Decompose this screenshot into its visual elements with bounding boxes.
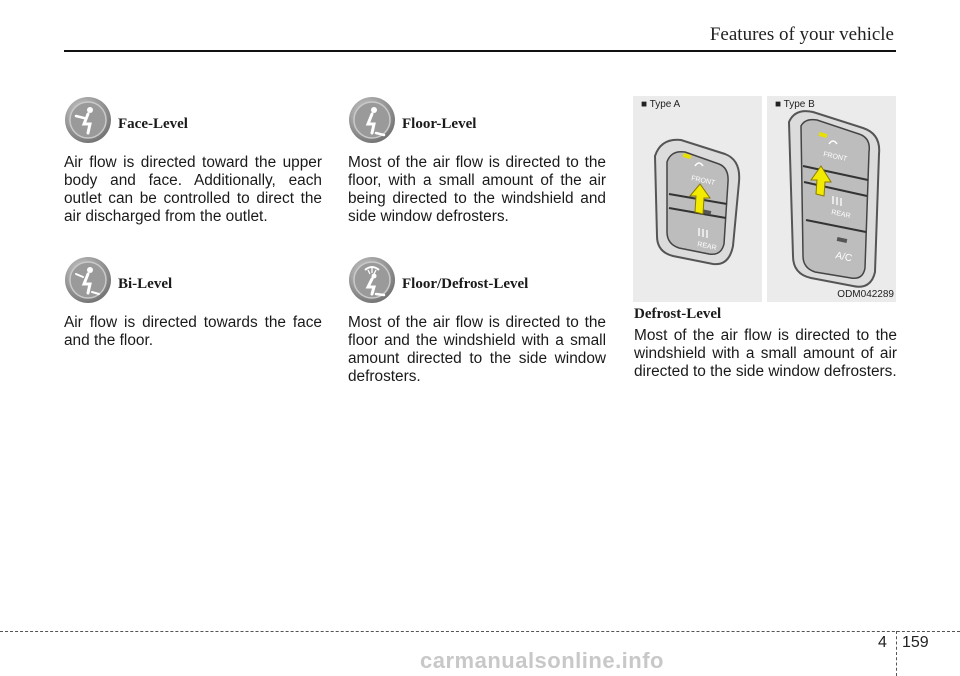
type-b-ac-label: A/C — [834, 250, 853, 264]
floor-level-vent-icon — [349, 97, 395, 143]
type-a-label: ■ Type A — [641, 99, 681, 110]
mode-face-level: Face-Level — [64, 96, 322, 148]
figure-code: ODM042289 — [837, 289, 894, 300]
type-b-label: ■ Type B — [775, 99, 815, 110]
mode-floor-level: Floor-Level — [348, 96, 606, 148]
page-number: 159 — [902, 634, 929, 651]
face-level-title: Face-Level — [118, 116, 188, 132]
bi-level-description: Air flow is directed towards the face an… — [64, 314, 322, 349]
floor-defrost-level-description: Most of the air flow is directed to the … — [348, 314, 606, 385]
defrost-level-title: Defrost-Level — [634, 306, 722, 322]
type-b-rear-label: REAR — [831, 209, 851, 220]
header-rule — [64, 50, 896, 52]
watermark: carmanualsonline.info — [420, 648, 664, 673]
mode-floor-defrost-level: Floor/Defrost-Level — [348, 256, 606, 308]
column-middle: Floor-Level Most of the air flow is dire… — [348, 96, 606, 386]
mode-bi-level: Bi-Level — [64, 256, 322, 308]
page-header-title: Features of your vehicle — [709, 24, 894, 45]
floor-defrost-level-title: Floor/Defrost-Level — [402, 276, 529, 292]
type-a-control-illustration: FRONT REAR — [653, 138, 741, 266]
bi-level-vent-icon — [65, 257, 111, 303]
chapter-number: 4 — [878, 634, 887, 651]
type-a-panel: ■ Type A FRONT REAR — [633, 96, 762, 302]
page-number-separator — [896, 631, 897, 676]
bi-level-title: Bi-Level — [118, 276, 173, 292]
type-a-rear-label: REAR — [697, 241, 717, 252]
defrost-level-section: Defrost-Level Most of the air flow is di… — [634, 306, 897, 381]
face-level-vent-icon — [65, 97, 111, 143]
floor-level-description: Most of the air flow is directed to the … — [348, 154, 606, 225]
defrost-button-figure: ■ Type A FRONT REAR ■ Type B FRONT REAR — [633, 96, 896, 303]
footer-rule — [0, 631, 960, 632]
type-b-panel: ■ Type B FRONT REAR A/C — [767, 96, 896, 302]
face-level-description: Air flow is directed toward the upper bo… — [64, 154, 322, 225]
floor-defrost-vent-icon — [349, 257, 395, 303]
type-b-control-illustration: FRONT REAR A/C — [787, 110, 881, 288]
floor-level-title: Floor-Level — [402, 116, 477, 132]
column-left: Face-Level Air flow is directed toward t… — [64, 96, 322, 350]
defrost-level-description: Most of the air flow is directed to the … — [634, 327, 897, 380]
